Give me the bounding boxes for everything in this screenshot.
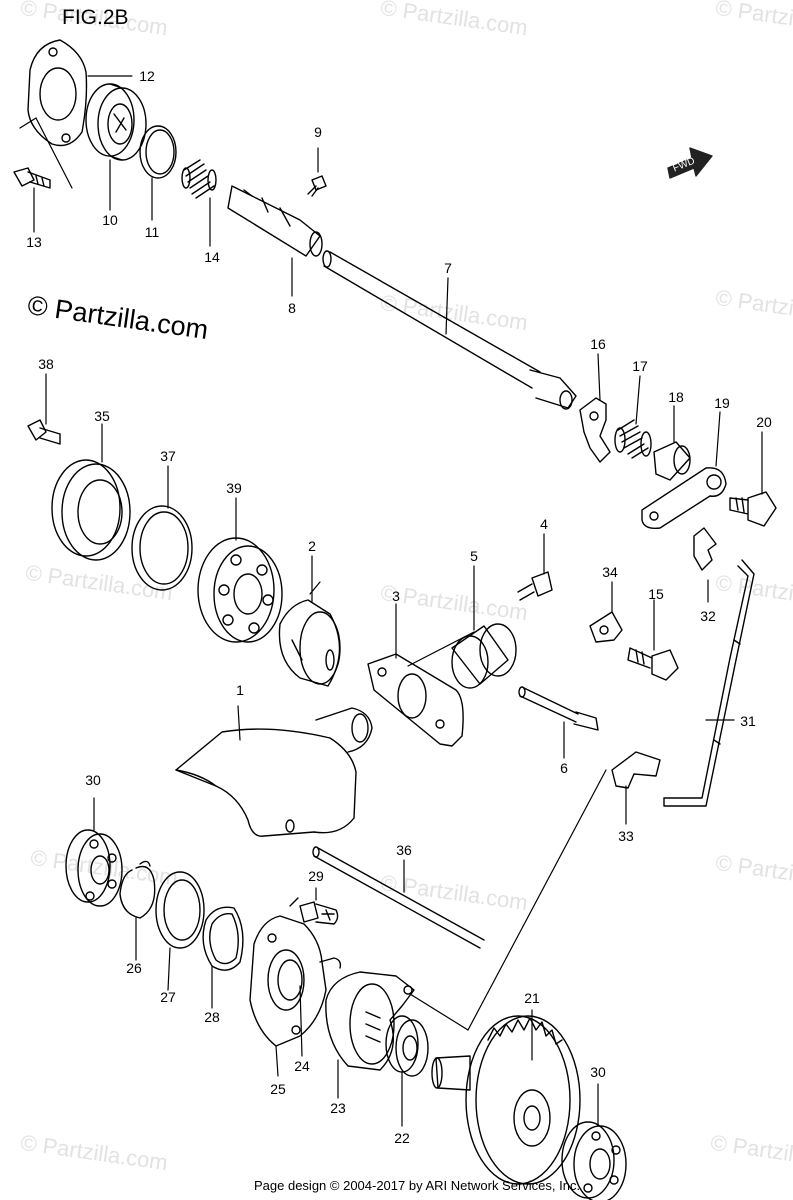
part-5-collar <box>451 623 517 689</box>
part-22-washer <box>385 1015 429 1077</box>
callout-23: 23 <box>330 1100 346 1116</box>
callout-8: 8 <box>288 300 296 316</box>
part-4-bolt <box>517 571 553 601</box>
part-15-bolt <box>627 647 679 681</box>
part-37-ring <box>131 505 193 591</box>
callout-11: 11 <box>144 224 160 240</box>
callout-4: 4 <box>540 516 548 532</box>
part-7-shaft <box>322 250 577 410</box>
fwd-arrow-icon <box>667 147 713 179</box>
leader-lines <box>19 75 763 1127</box>
callout-29: 29 <box>308 868 324 884</box>
callout-25: 25 <box>270 1081 286 1097</box>
callout-17: 17 <box>632 358 648 374</box>
part-29-screw <box>289 897 339 925</box>
callout-37: 37 <box>160 448 176 464</box>
callout-1: 1 <box>236 682 244 698</box>
part-12-gasket <box>27 39 88 147</box>
callout-38: 38 <box>38 356 54 372</box>
part-31-rod <box>663 559 755 807</box>
callout-30-lower: 30 <box>590 1064 606 1080</box>
part-13-bolt <box>13 167 51 189</box>
part-30-bearing-lower <box>561 1121 627 1200</box>
part-25-housing <box>249 915 342 1047</box>
part-17-spring <box>614 419 652 459</box>
callout-24: 24 <box>294 1058 310 1074</box>
callout-3: 3 <box>392 588 400 604</box>
callout-13: 13 <box>26 234 42 250</box>
callout-39: 39 <box>226 480 242 496</box>
part-36-rod <box>312 846 485 949</box>
callout-31: 31 <box>740 713 756 729</box>
part-21-gear <box>431 1015 581 1185</box>
part-34-plate <box>589 611 623 643</box>
callout-32: 32 <box>700 608 716 624</box>
part-6-pin <box>518 686 599 731</box>
callout-33: 33 <box>618 828 634 844</box>
part-10-bearing <box>85 83 147 161</box>
part-32-clip <box>693 527 717 571</box>
callout-30-upper: 30 <box>85 772 101 788</box>
callout-16: 16 <box>590 336 606 352</box>
part-33-clip <box>611 751 661 789</box>
part-1-exhaust-valve <box>175 707 373 837</box>
part-35-oil-seal <box>51 459 131 561</box>
part-30-bearing <box>65 829 123 907</box>
callout-34: 34 <box>602 564 618 580</box>
callout-10: 10 <box>102 212 118 228</box>
callout-20: 20 <box>756 414 772 430</box>
callout-22: 22 <box>394 1130 410 1146</box>
part-28-o-ring <box>202 906 244 971</box>
callout-6: 6 <box>560 760 568 776</box>
part-3-gasket <box>367 653 464 747</box>
part-39-bearing <box>197 537 283 643</box>
callout-7: 7 <box>444 260 452 276</box>
callout-12: 12 <box>139 68 155 84</box>
callout-35: 35 <box>94 408 110 424</box>
part-38-bolt <box>27 419 61 445</box>
callout-9: 9 <box>314 124 322 140</box>
callout-14: 14 <box>204 249 220 265</box>
part-9-screw <box>307 175 327 197</box>
part-20-bolt <box>729 491 777 527</box>
callout-5: 5 <box>470 548 478 564</box>
callout-28: 28 <box>204 1009 220 1025</box>
part-8-valve-holder <box>227 185 323 257</box>
page-footer: Page design © 2004-2017 by ARI Network S… <box>254 1178 581 1193</box>
callout-19: 19 <box>714 395 730 411</box>
callout-26: 26 <box>126 960 142 976</box>
figure-title: FIG.2B <box>62 6 129 29</box>
part-11-o-ring <box>139 125 177 179</box>
part-2-roller <box>278 599 341 687</box>
callout-36: 36 <box>396 842 412 858</box>
callout-27: 27 <box>160 989 176 1005</box>
callout-18: 18 <box>668 389 684 405</box>
callout-15: 15 <box>648 586 664 602</box>
callout-21: 21 <box>524 990 540 1006</box>
part-23-housing <box>325 971 415 1071</box>
part-14-spring <box>181 159 217 199</box>
part-19-plate <box>641 467 727 530</box>
callout-2: 2 <box>308 538 316 554</box>
part-18-collar <box>653 441 691 481</box>
part-16-lever <box>579 397 611 463</box>
part-27-washer <box>155 871 205 949</box>
part-26-circlip <box>119 860 156 919</box>
